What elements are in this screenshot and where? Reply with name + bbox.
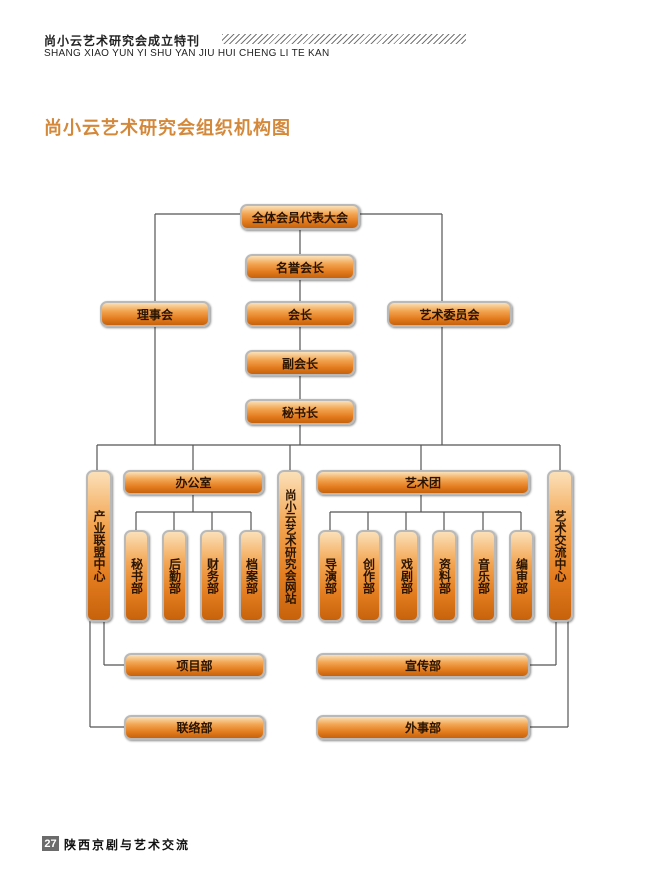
box-honorary-president: 名誉会长 [245,254,355,280]
box-project-dept: 项目部 [124,653,265,678]
box-troupe-dept: 编审部 [509,530,534,622]
box-president: 会长 [245,301,355,327]
box-secretary-general: 秘书长 [245,399,355,425]
box-troupe-dept: 资料部 [432,530,457,622]
box-general-assembly: 全体会员代表大会 [240,204,360,230]
box-office: 办公室 [123,470,264,495]
box-publicity-dept: 宣传部 [316,653,530,678]
footer-page-number: 27 [42,836,59,851]
box-troupe-dept: 音乐部 [471,530,496,622]
box-office-dept: 档案部 [239,530,264,622]
box-troupe: 艺术团 [316,470,530,495]
header-title-en: SHANG XIAO YUN YI SHU YAN JIU HUI CHENG … [44,48,330,59]
box-office-dept: 后勤部 [162,530,187,622]
box-foreign-affairs-dept: 外事部 [316,715,530,740]
box-troupe-dept: 创作部 [356,530,381,622]
header-title-cn: 尚小云艺术研究会成立特刊 [44,34,201,48]
box-troupe-dept: 导演部 [318,530,343,622]
box-art-committee: 艺术委员会 [387,301,512,327]
box-troupe-dept: 戏剧部 [394,530,419,622]
box-website: 尚小云艺术研究会网站 [277,470,303,622]
box-office-dept: 秘书部 [124,530,149,622]
page-title: 尚小云艺术研究会组织机构图 [44,118,291,139]
header-hatch-decoration [222,34,466,44]
box-vice-president: 副会长 [245,350,355,376]
footer-publication-name: 陕西京剧与艺术交流 [64,838,191,852]
box-art-exchange-center: 艺术交流中心 [547,470,573,622]
box-liaison-dept: 联络部 [124,715,265,740]
box-council: 理事会 [100,301,210,327]
box-industry-alliance-center: 产业联盟中心 [86,470,112,622]
box-office-dept: 财务部 [200,530,225,622]
